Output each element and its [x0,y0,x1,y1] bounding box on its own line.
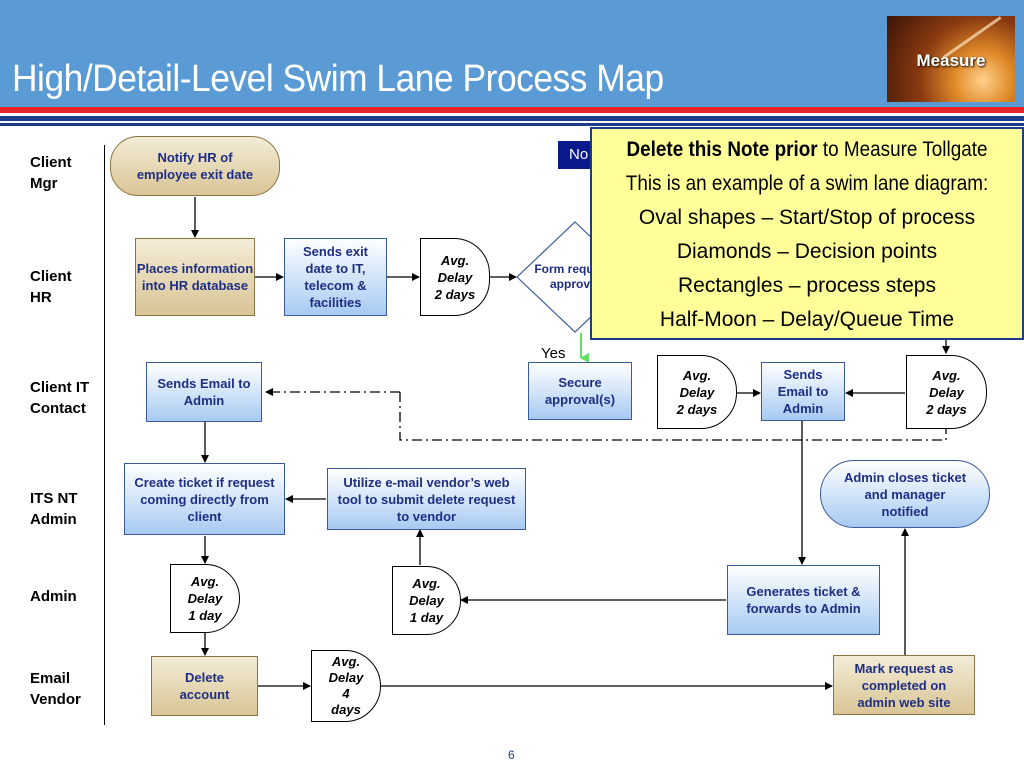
delay-text: Delay [679,384,715,400]
step-generates-ticket: Generates ticket & forwards to Admin [727,565,880,635]
header-stripe-gap [0,113,1024,116]
lane-line: Vendor [30,691,81,708]
header-stripe-navy [0,116,1024,121]
delay-it-mid: Avg. Delay 2 days [657,355,737,429]
delay-text: Delay [328,670,364,685]
delay-text: Delay [187,591,223,606]
delay-text: 1 day [188,608,222,623]
lane-line: HR [30,289,52,306]
note-line-2: This is an example of a swim lane diagra… [625,172,989,195]
delay-admin-left: Avg. Delay 1 day [170,564,240,633]
lane-label-its-nt-admin: ITS NT Admin [30,488,78,530]
delay-text: Avg. [190,574,220,589]
step-delete-account: Delete account [151,656,258,716]
note-line-5: Rectangles – process steps [678,274,936,297]
header-stripe-red [0,107,1024,113]
delay-text: Delay [437,269,473,285]
step-sends-email-admin-left: Sends Email to Admin [146,362,262,422]
lane-line: Client [30,268,72,285]
slide-title: High/Detail-Level Swim Lane Process Map [12,58,664,100]
decision-yes-label: Yes [541,345,566,362]
note-line-4: Diamonds – Decision points [676,240,938,263]
lane-label-admin: Admin [30,586,77,607]
note-line-3: Oval shapes – Start/Stop of process [638,206,976,229]
delay-hr: Avg. Delay 2 days [420,238,490,316]
lane-line: Contact [30,400,86,417]
delay-text: Avg. [440,252,470,268]
slide-header [0,0,1024,107]
step-sends-exit-date: Sends exit date to IT, telecom & facilit… [284,238,387,316]
delay-text: days [331,702,361,717]
header-stripe-navy-2 [0,123,1024,126]
lane-label-client-it: Client IT Contact [30,377,89,419]
delay-text: Avg. [932,367,961,383]
page-number: 6 [508,748,515,762]
lane-line: Client [30,154,72,171]
lane-line: Mgr [30,175,58,192]
delay-admin-mid: Avg. Delay 1 day [392,566,461,635]
delay-text: Avg. [412,576,441,591]
lane-line: Admin [30,588,77,605]
step-secure-approval: Secure approval(s) [528,362,632,420]
delay-text: 2 days [926,401,967,417]
step-admin-closes-ticket: Admin closes ticket and manager notified [820,460,990,528]
delay-text: 4 [342,686,350,701]
delay-text: Avg. [682,367,712,383]
header-stripe-gap-2 [0,121,1024,123]
note-text: to Measure Tollgate [817,138,988,161]
note-line-6: Half-Moon – Delay/Queue Time [659,308,955,331]
delay-text: Delay [409,593,444,608]
delay-it-right: Avg. Delay 2 days [906,355,987,429]
dashed-line-return [399,392,947,441]
delay-text: Avg. [331,654,361,669]
step-utilize-vendor-tool: Utilize e-mail vendor’s web tool to subm… [327,468,526,530]
lane-divider [104,145,105,725]
instruction-note: Delete this Note prior to Measure Tollga… [590,127,1024,340]
delay-vendor: Avg. Delay 4 days [311,650,381,722]
lane-line: Email [30,670,71,687]
step-sends-email-admin-right: Sends Email to Admin [761,362,845,421]
delay-text: Delay [929,384,964,400]
delay-text: 2 days [434,286,476,302]
note-bold-text: Delete this Note prior [626,138,818,161]
measure-badge: Measure [887,16,1015,102]
step-notify-hr: Notify HR of employee exit date [110,136,280,196]
lane-line: Client IT [30,379,90,396]
step-mark-request-completed: Mark request as completed on admin web s… [833,655,975,715]
lane-line: Admin [30,511,77,528]
delay-text: 2 days [676,401,718,417]
step-create-ticket: Create ticket if request coming directly… [124,463,285,535]
measure-badge-label: Measure [916,51,986,70]
note-line-1: Delete this Note prior to Measure Tollga… [614,133,1001,167]
lane-line: ITS NT [30,490,78,507]
step-places-information: Places information into HR database [135,238,255,316]
delay-text: 1 day [409,610,444,625]
